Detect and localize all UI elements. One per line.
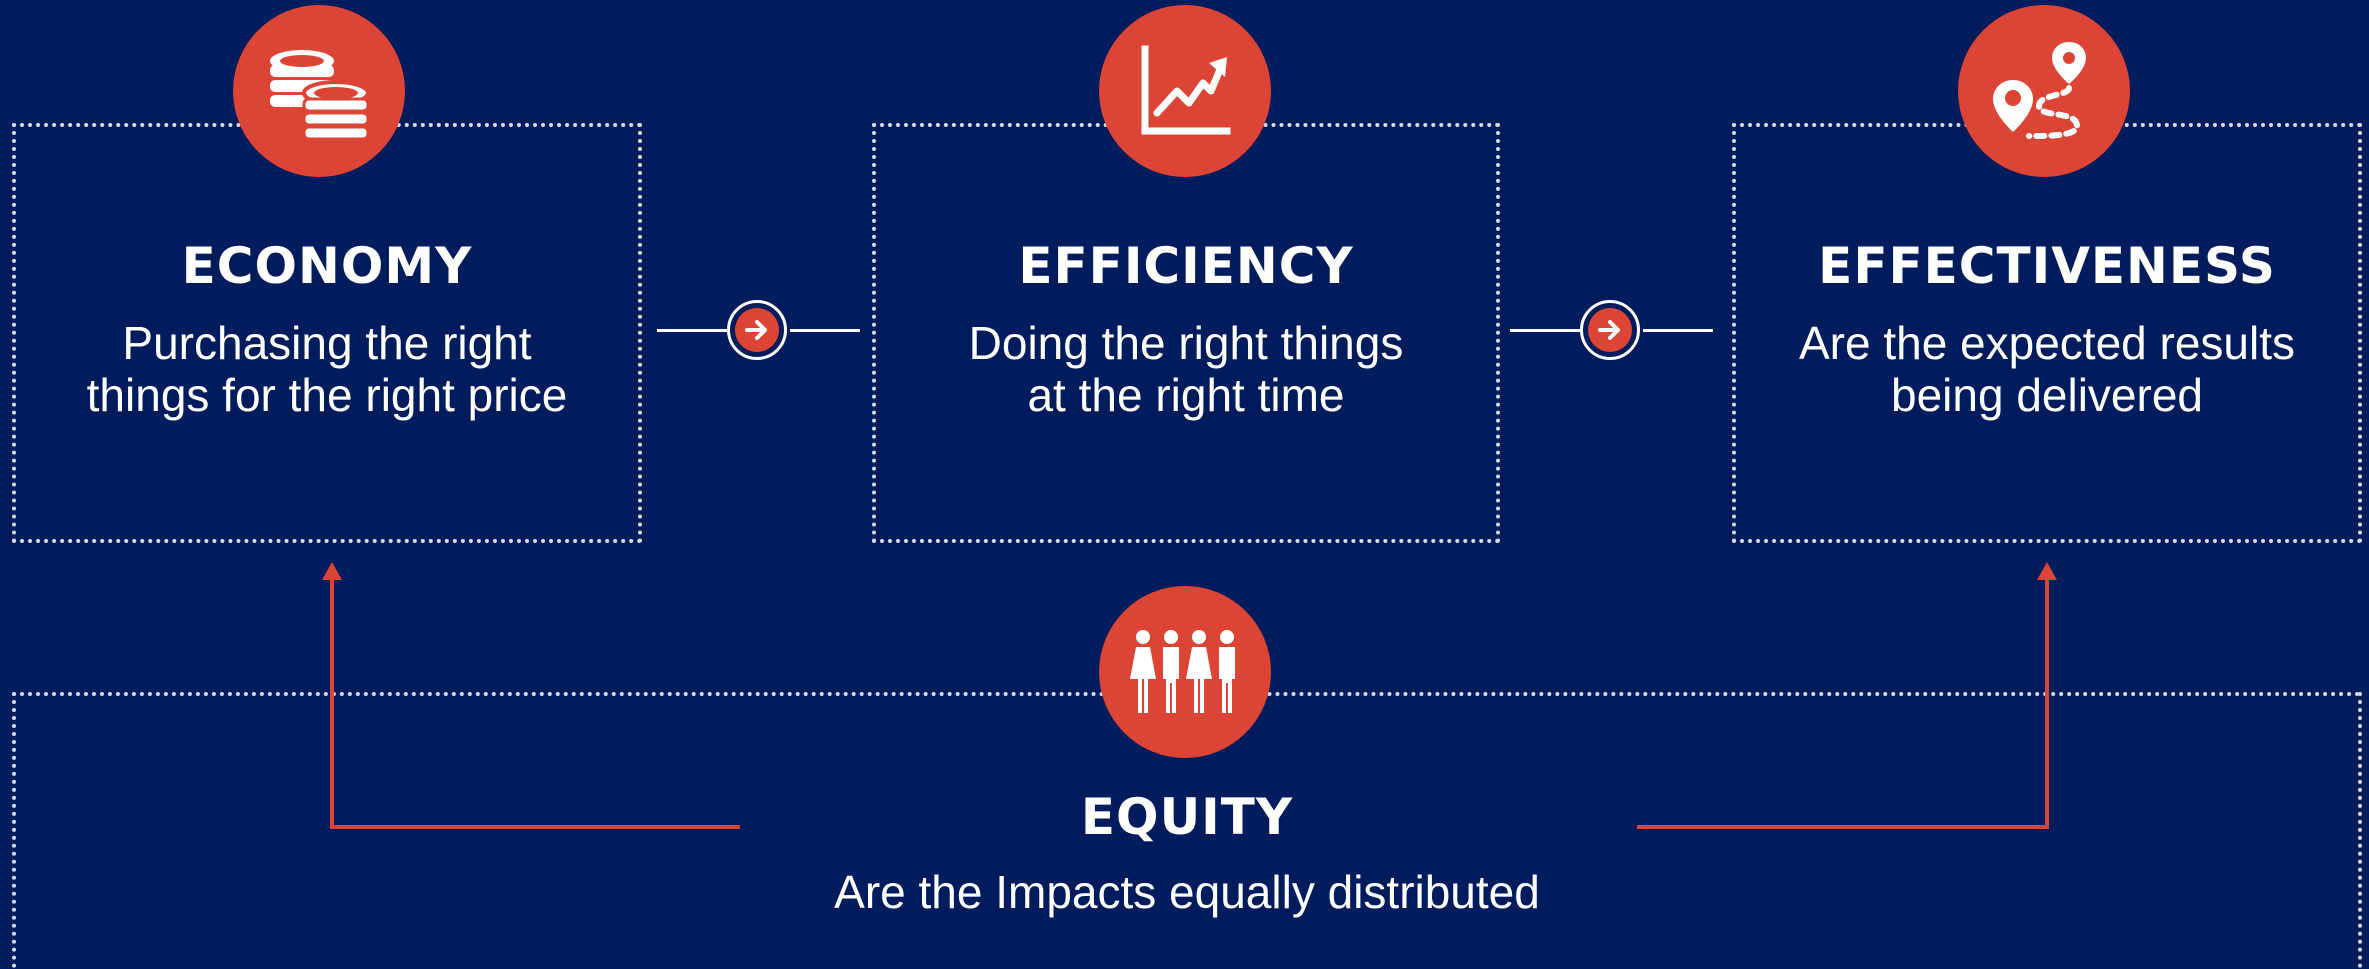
efficiency-to-effectiveness-connector [1510,300,1713,360]
next-arrow-button[interactable] [727,300,787,360]
route-map-icon [1993,42,2086,139]
economy-icon-badge [233,5,405,177]
economy-box: ECONOMY Purchasing the right things for … [12,123,642,543]
effectiveness-icon-badge [1958,5,2130,177]
people-group-icon [1130,630,1235,713]
efficiency-icon-badge [1099,5,1271,177]
equity-icon-badge [1099,586,1271,758]
efficiency-title: EFFICIENCY [1018,237,1354,295]
efficiency-description: Doing the right things at the right time [968,317,1404,421]
effectiveness-box: EFFECTIVENESS Are the expected results b… [1732,123,2362,543]
economy-description: Purchasing the right things for the righ… [86,317,568,421]
equity-title: EQUITY [1080,788,1294,846]
economy-arrowhead [322,562,342,580]
next-arrow-button[interactable] [1580,300,1640,360]
arrow-right-icon [1598,320,1620,340]
growth-chart-icon [1141,45,1231,135]
coins-icon [270,50,370,141]
arrow-right-icon [745,320,767,340]
efficiency-box: EFFICIENCY Doing the right things at the… [872,123,1500,543]
economy-to-efficiency-connector [657,300,860,360]
effectiveness-title: EFFECTIVENESS [1818,237,2276,295]
economy-title: ECONOMY [181,237,473,295]
effectiveness-description: Are the expected results being delivered [1798,317,2296,421]
equity-box: EQUITY Are the Impacts equally distribut… [12,692,2362,969]
effectiveness-arrowhead [2037,562,2057,580]
equity-description: Are the Impacts equally distributed [834,866,1540,918]
